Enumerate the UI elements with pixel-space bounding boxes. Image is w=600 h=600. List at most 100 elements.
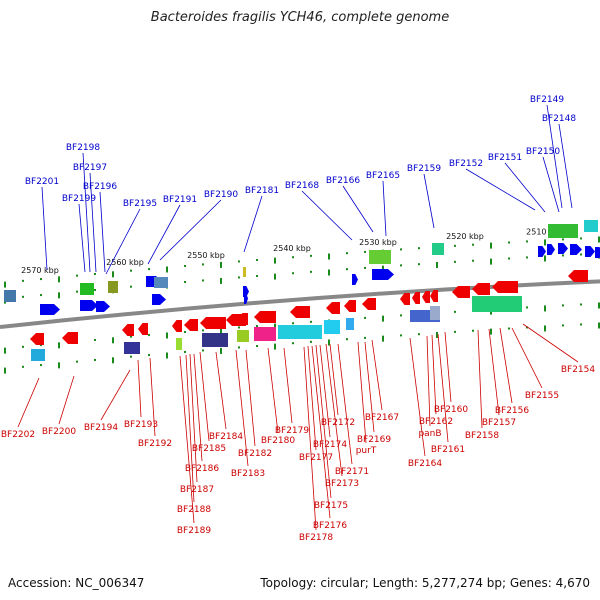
leader-line-bf2181 (243, 195, 263, 253)
forward-gene-arrow (570, 244, 582, 255)
reverse-gene-label-bf2186: BF2186 (185, 464, 220, 474)
leader-line-bf2150 (542, 156, 560, 213)
tick-mark (22, 365, 24, 368)
tick-mark (436, 332, 438, 339)
tick-mark (382, 315, 384, 322)
tick-mark (130, 285, 132, 288)
tick-mark (508, 327, 510, 330)
forward-gene-label-bf2159: BF2159 (407, 164, 442, 174)
tick-mark (580, 323, 582, 326)
gene-feature-box (548, 224, 578, 238)
tick-mark (364, 250, 366, 253)
leader-line-bf2157 (488, 328, 500, 416)
reverse-gene-label-bf2183: BF2183 (231, 469, 265, 479)
reverse-gene-arrow (568, 270, 588, 282)
tick-mark (40, 344, 42, 347)
tick-mark (562, 324, 564, 327)
tick-mark (94, 358, 96, 361)
tick-mark (382, 265, 384, 272)
forward-gene-label-bf2151: BF2151 (488, 153, 522, 163)
tick-mark (490, 242, 492, 249)
gene-feature-box (472, 296, 522, 312)
forward-gene-label-bf2196: BF2196 (83, 182, 118, 192)
tick-mark (112, 357, 114, 364)
tick-mark (166, 266, 168, 273)
reverse-gene-arrow (400, 293, 410, 305)
leader-line-bf2189 (179, 355, 195, 524)
tick-mark (40, 294, 42, 297)
gene-feature-box (243, 267, 246, 277)
tick-mark (238, 276, 240, 279)
tick-mark (184, 264, 186, 267)
scale-label-2570-kbp: 2570 kbp (21, 266, 59, 275)
reverse-gene-label-bf2188: BF2188 (177, 505, 212, 515)
tick-mark (40, 364, 42, 367)
scale-label-2530-kbp: 2530 kbp (359, 238, 397, 247)
reverse-gene-label-bf2179: BF2179 (275, 426, 310, 436)
tick-mark (184, 330, 186, 333)
tick-mark (562, 304, 564, 307)
reverse-gene-arrow (422, 291, 430, 303)
leader-line-purt (357, 341, 367, 444)
leader-line-bf2158 (477, 329, 483, 429)
tick-mark (364, 266, 366, 269)
leader-line-bf2199 (78, 203, 86, 273)
tick-mark (238, 260, 240, 263)
reverse-gene-label-bf2161: BF2161 (431, 445, 465, 455)
tick-mark (544, 255, 546, 262)
tick-mark (4, 281, 6, 288)
reverse-gene-label-bf2185: BF2185 (192, 444, 226, 454)
gene-feature-box (4, 290, 16, 302)
tick-mark (58, 292, 60, 299)
tick-mark (202, 279, 204, 282)
reverse-gene-arrow (200, 317, 226, 329)
reverse-gene-label-bf2167: BF2167 (365, 413, 399, 423)
reverse-gene-label-bf2172: BF2172 (321, 418, 355, 428)
leader-line-bf2186 (193, 353, 203, 462)
reverse-gene-arrow (290, 306, 310, 318)
reverse-gene-label-bf2156: BF2156 (495, 406, 530, 416)
reverse-gene-label-bf2164: BF2164 (408, 459, 443, 469)
forward-gene-label-bf2165: BF2165 (366, 171, 400, 181)
forward-gene-arrow (152, 294, 166, 305)
tick-mark (346, 252, 348, 255)
tick-mark (580, 303, 582, 306)
tick-mark (526, 326, 528, 329)
reverse-gene-label-bf2178: BF2178 (299, 533, 334, 543)
reverse-gene-arrow (472, 283, 490, 295)
tick-mark (58, 342, 60, 349)
reverse-gene-label-bf2175: BF2175 (314, 501, 348, 511)
forward-gene-label-bf2201: BF2201 (25, 177, 59, 187)
tick-mark (94, 272, 96, 275)
tick-mark (364, 336, 366, 339)
reverse-gene-arrow (138, 323, 148, 335)
tick-mark (436, 262, 438, 269)
reverse-gene-arrow (326, 302, 340, 314)
tick-mark (292, 342, 294, 345)
leader-line-bf2187 (189, 353, 198, 483)
tick-mark (382, 335, 384, 342)
forward-gene-label-bf2198: BF2198 (66, 143, 101, 153)
leader-line-bf2154 (522, 323, 579, 363)
tick-mark (112, 271, 114, 278)
leader-line-bf2192 (149, 357, 156, 437)
leader-line-bf2193 (137, 359, 142, 418)
leader-line-bf2185 (199, 351, 210, 442)
reverse-gene-label-bf2162: BF2162 (419, 417, 453, 427)
leader-line-bf2174 (319, 344, 331, 438)
leader-line-bf2202 (17, 377, 40, 428)
reverse-gene-label-bf2176: BF2176 (313, 521, 348, 531)
tick-mark (58, 362, 60, 369)
tick-mark (256, 325, 258, 328)
gene-feature-box (108, 281, 118, 293)
tick-mark (418, 247, 420, 250)
tick-mark (130, 335, 132, 338)
reverse-gene-label-bf2174: BF2174 (313, 440, 348, 450)
forward-gene-arrow (244, 293, 248, 304)
reverse-gene-label-bf2155: BF2155 (525, 391, 559, 401)
gene-feature-box (432, 243, 444, 255)
reverse-gene-label-bf2171: BF2171 (335, 467, 369, 477)
tick-mark (454, 244, 456, 247)
reverse-gene-label-bf2158: BF2158 (465, 431, 500, 441)
tick-mark (472, 329, 474, 332)
